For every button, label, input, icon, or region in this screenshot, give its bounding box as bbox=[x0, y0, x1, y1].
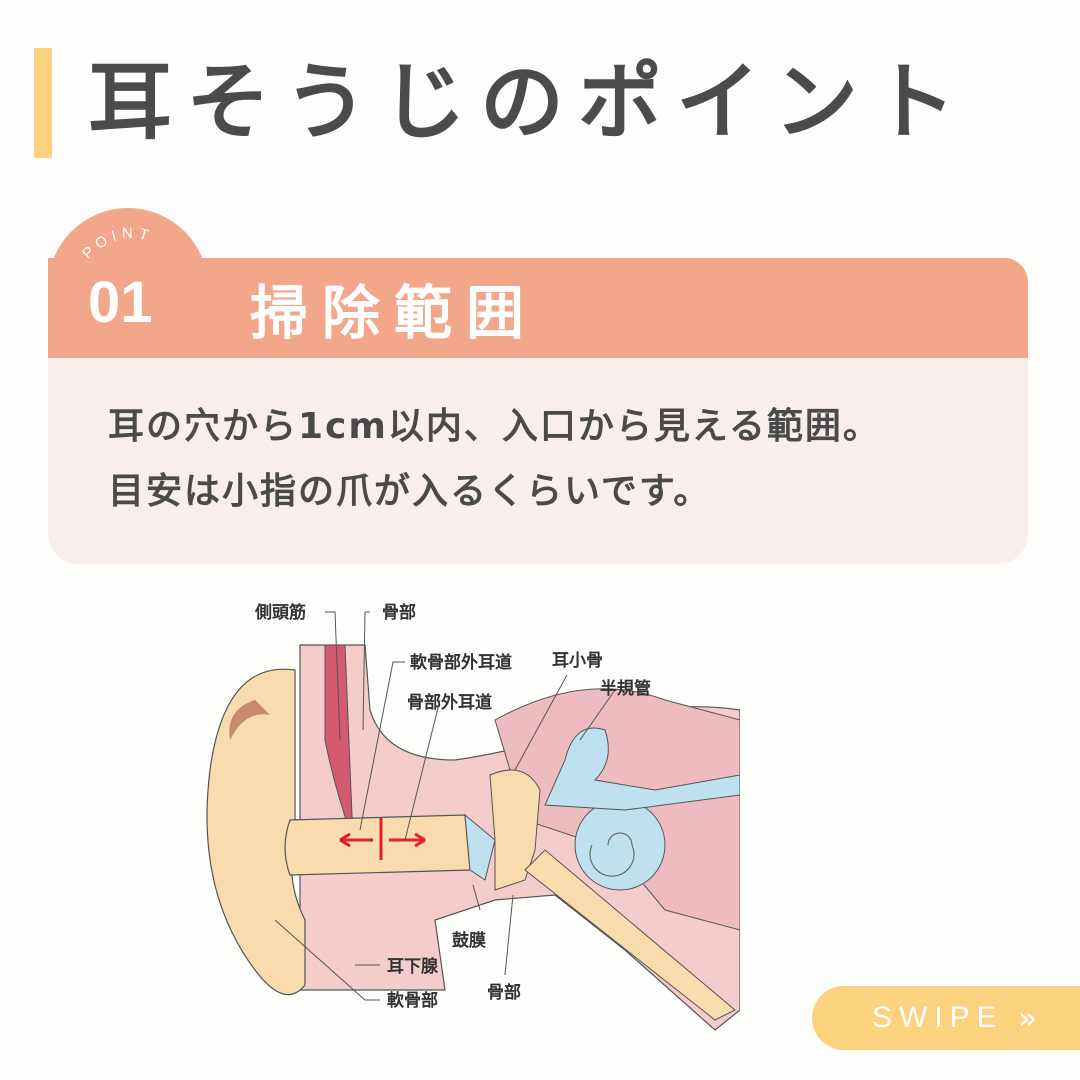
label-bone-canal: 骨部外耳道 bbox=[407, 692, 492, 713]
label-temporal-muscle: 側頭筋 bbox=[254, 602, 306, 623]
label-cartilage: 軟骨部 bbox=[387, 990, 438, 1011]
arrow-right-icon bbox=[389, 832, 426, 848]
double-chevron-right-icon: » bbox=[1017, 999, 1038, 1037]
body-line-1: 耳の穴から1cm以内、入口から見える範囲。 bbox=[108, 406, 881, 447]
label-bone-top: 骨部 bbox=[382, 602, 416, 623]
point-heading: 掃除範囲 bbox=[250, 279, 539, 347]
label-parotid: 耳下腺 bbox=[387, 956, 439, 977]
point-number: 01 bbox=[88, 270, 153, 335]
title-accent-bar bbox=[34, 48, 52, 158]
point-tag: POINT bbox=[79, 225, 155, 262]
label-bone-bottom: 骨部 bbox=[487, 982, 521, 1003]
point-header bbox=[48, 258, 1028, 358]
arrow-left-icon bbox=[339, 832, 373, 848]
label-semicircular: 半規管 bbox=[600, 678, 651, 699]
label-eardrum: 鼓膜 bbox=[452, 930, 486, 951]
swipe-button[interactable]: SWIPE » bbox=[812, 986, 1080, 1050]
page-title: 耳そうじのポイント bbox=[88, 53, 971, 151]
point-body bbox=[48, 358, 1028, 564]
swipe-label: SWIPE bbox=[872, 1001, 1004, 1034]
ear-anatomy-diagram: 側頭筋 骨部 軟骨部外耳道 骨部外耳道 耳小骨 半規管 鼓膜 耳下腺 軟骨部 骨… bbox=[206, 602, 740, 1031]
label-cartilage-canal: 軟骨部外耳道 bbox=[410, 652, 512, 673]
label-ossicles: 耳小骨 bbox=[552, 651, 603, 671]
svg-text:POINT: POINT bbox=[79, 225, 155, 262]
body-line-2: 目安は小指の爪が入るくらいです。 bbox=[108, 471, 712, 512]
